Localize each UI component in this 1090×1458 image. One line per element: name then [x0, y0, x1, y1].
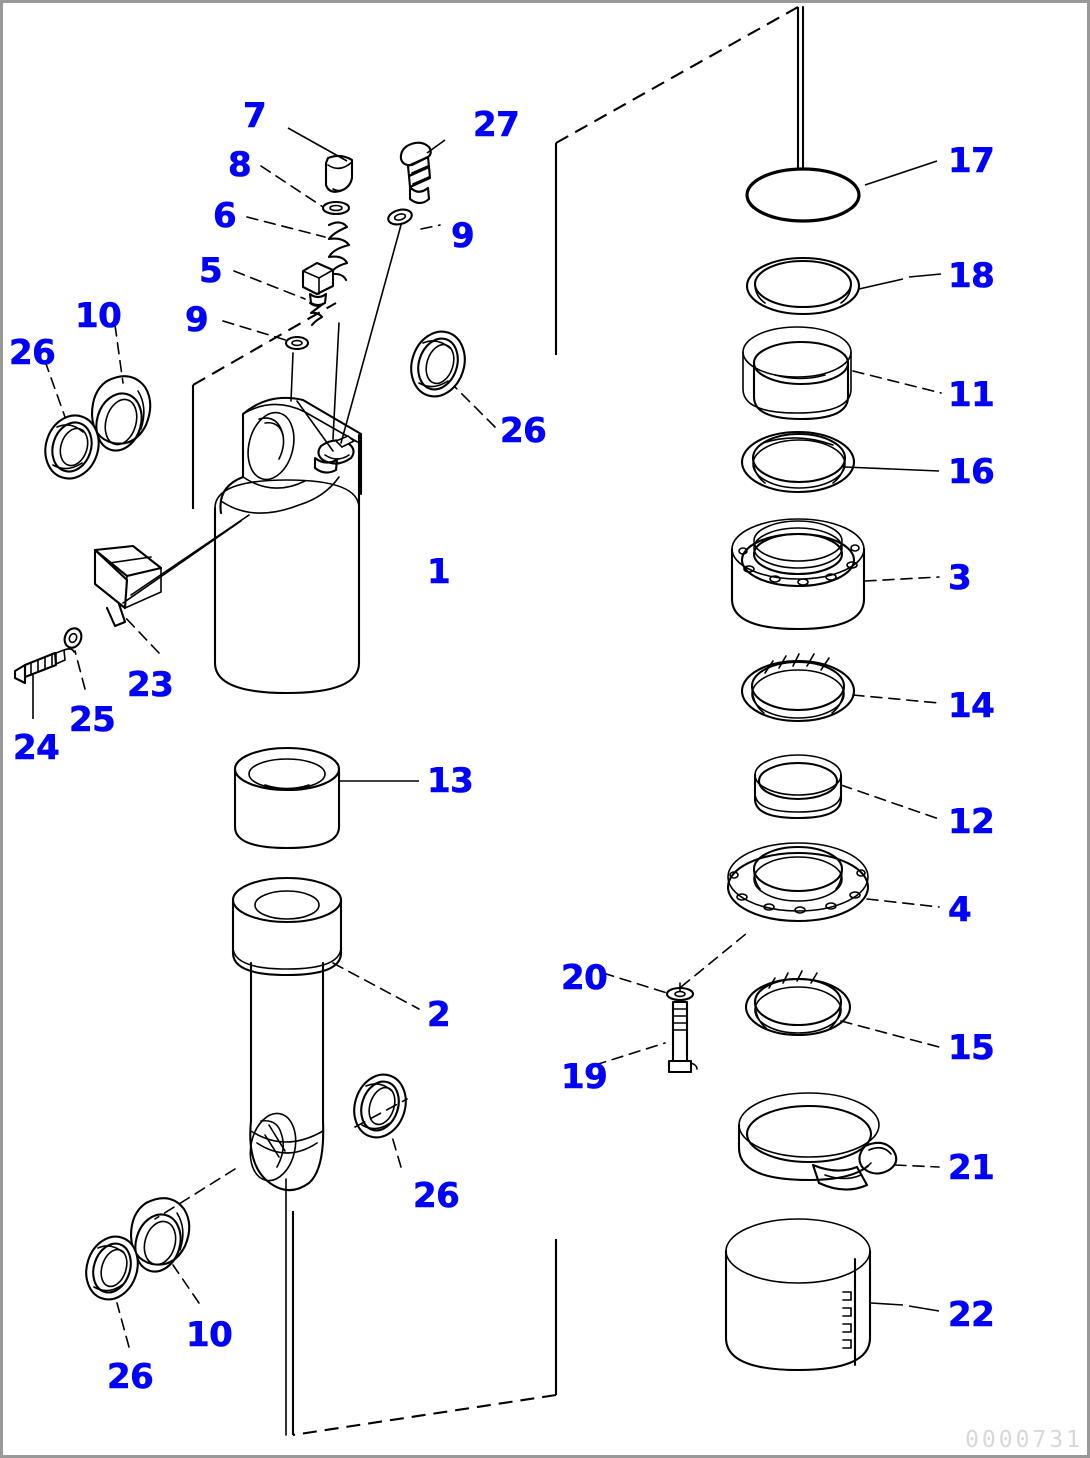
callout-18: 18 [948, 256, 995, 296]
callout-1: 1 [427, 552, 451, 592]
callout-26-lower-right: 26 [413, 1176, 460, 1216]
part-15-seal-ring-15 [744, 970, 852, 1037]
part-17-cover-plate [745, 5, 861, 223]
part-26-back-up-ring-lower-left [85, 1235, 139, 1301]
part-7-plug [324, 154, 354, 193]
part-24-bolt-24 [13, 514, 250, 685]
part-11-spacer-sleeve [742, 326, 852, 421]
part-13-collar-13 [233, 746, 341, 850]
part-18-o-ring-cover [745, 256, 861, 316]
part-5-bypass-valve [301, 261, 335, 327]
callout-24: 24 [13, 728, 60, 768]
part-4-flange-housing-4 [726, 842, 870, 923]
callout-15: 15 [948, 1028, 995, 1068]
part-22-cup-22 [724, 1218, 872, 1372]
callout-25: 25 [69, 700, 116, 740]
callout-22: 22 [948, 1295, 995, 1335]
part-16-seal-ring-16 [740, 430, 856, 494]
part-25-washer-25 [63, 627, 83, 649]
callout-17: 17 [948, 141, 995, 181]
part-9-o-ring-lower [284, 335, 310, 351]
part-12-ring-12 [753, 754, 843, 820]
callout-23: 23 [127, 665, 174, 705]
callout-3: 3 [948, 558, 972, 598]
callout-9-upper: 9 [451, 216, 475, 256]
drawing-watermark: 0000731 [965, 1427, 1083, 1453]
callout-leader-lines [32, 127, 942, 1348]
part-26-back-up-ring-upper-left [44, 414, 100, 480]
callout-5: 5 [199, 251, 223, 291]
callout-20: 20 [561, 958, 608, 998]
callout-9-lower: 9 [185, 300, 209, 340]
callout-7: 7 [243, 96, 267, 136]
part-10-seal-ring-upper [90, 375, 152, 452]
callout-10-lower: 10 [186, 1315, 233, 1355]
part-9-o-ring-upper [387, 208, 413, 226]
part-8-gasket [321, 200, 351, 216]
callout-10-upper: 10 [75, 296, 122, 336]
part-2-filter-element [231, 876, 343, 1436]
diagram-canvas: .ln{fill:none;stroke:#000;stroke-width:2… [13, 5, 942, 1437]
part-19-bolt-19 [667, 982, 698, 1074]
callout-27: 27 [473, 105, 520, 145]
part-26-back-up-ring-lower-right [353, 1073, 407, 1139]
part-14-seal-ring-14 [740, 653, 856, 723]
callout-21: 21 [948, 1148, 995, 1188]
part-23-bracket [93, 544, 163, 628]
callout-26-lower-left: 26 [107, 1357, 154, 1397]
callout-14: 14 [948, 686, 995, 726]
section-frame-lines [191, 6, 800, 1437]
callout-6: 6 [213, 196, 237, 236]
callout-13: 13 [427, 761, 474, 801]
callout-19: 19 [561, 1057, 608, 1097]
callout-26-upper-left: 26 [9, 333, 56, 373]
part-27-elbow-fitting [399, 141, 432, 205]
callout-11: 11 [948, 375, 995, 415]
callout-8: 8 [228, 145, 252, 185]
part-20-washer-20 [665, 986, 695, 1002]
callout-4: 4 [948, 890, 972, 930]
callout-12: 12 [948, 802, 995, 842]
part-10-seal-ring-lower [129, 1197, 191, 1273]
callout-26-upper-right: 26 [500, 411, 547, 451]
part-26-back-up-ring-upper-right [410, 330, 466, 398]
callout-2: 2 [427, 995, 451, 1035]
callout-16: 16 [948, 452, 995, 492]
part-21-clamp [737, 1092, 898, 1191]
part-1-filter-body [213, 224, 402, 695]
part-3-flange-housing-3 [730, 518, 866, 631]
